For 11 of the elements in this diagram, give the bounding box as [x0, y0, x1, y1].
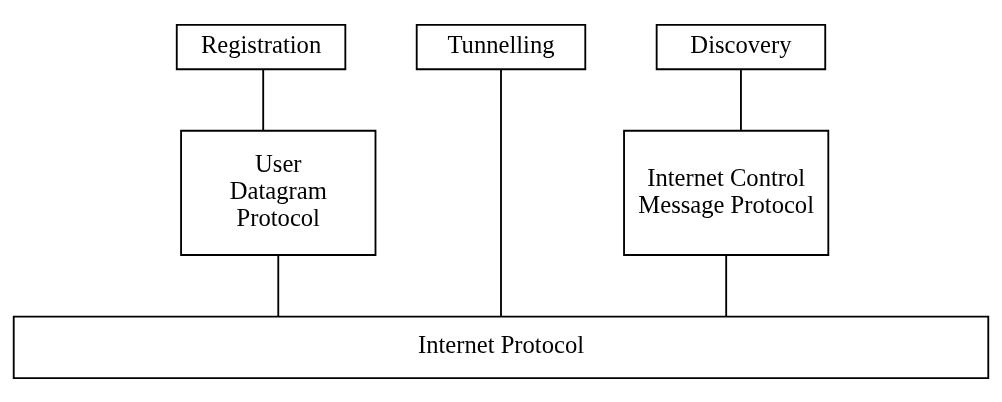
connector	[725, 253, 728, 317]
connector	[740, 68, 742, 132]
connector	[277, 253, 280, 317]
node-box: Tunnelling	[415, 23, 587, 70]
node-box: Internet Protocol	[12, 315, 990, 379]
node-box: Discovery	[655, 23, 827, 70]
node-box: User Datagram Protocol	[180, 129, 377, 256]
connector	[500, 68, 502, 317]
node-box: Internet Control Message Protocol	[623, 129, 830, 256]
node-box: Registration	[175, 23, 347, 70]
connector	[262, 68, 265, 132]
